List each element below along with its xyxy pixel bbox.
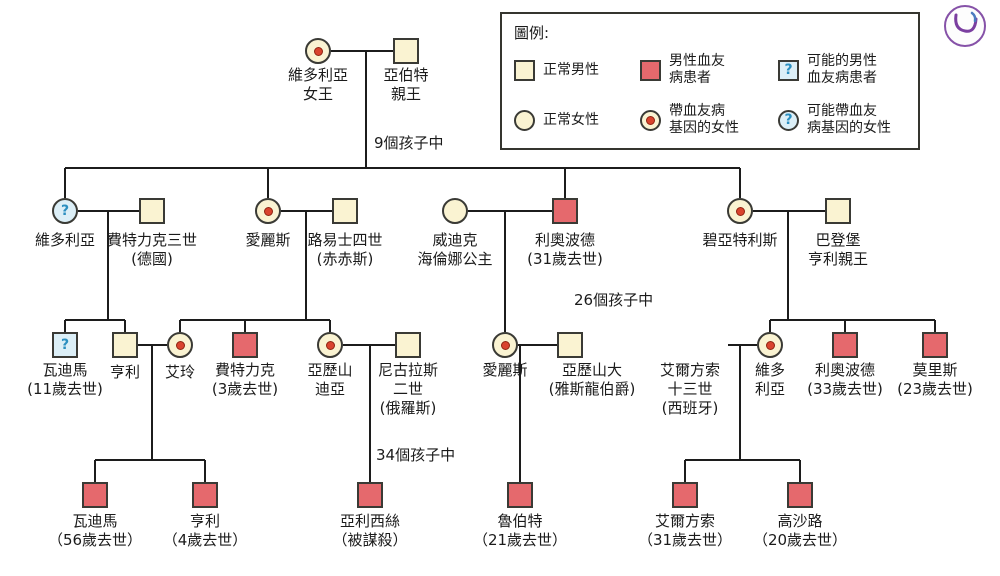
person-label-alfonso: 艾爾方索 （31歲去世） bbox=[637, 512, 733, 549]
affected-male-symbol-alfonso bbox=[672, 482, 698, 508]
affected-male-symbol-leopold bbox=[552, 198, 578, 224]
person-label-henry2: 亨利 （4歲去世） bbox=[162, 512, 248, 549]
person-label-waldemar2: 瓦迪馬 （56歲去世） bbox=[47, 512, 143, 549]
person-label-frederick: 費特力克 (3歲去世) bbox=[211, 361, 279, 398]
person-label-victoria2: 維多利亞 bbox=[34, 231, 96, 249]
affected-male-icon bbox=[640, 59, 661, 81]
carrier-dot-icon bbox=[765, 340, 775, 350]
carrier-dot-icon bbox=[646, 115, 655, 125]
affected-male-symbol-gonzalo bbox=[787, 482, 813, 508]
affected-male-symbol-frederick bbox=[232, 332, 258, 358]
question-mark-icon: ? bbox=[784, 62, 793, 78]
possible-affected-male-icon: ? bbox=[778, 59, 799, 81]
carrier-female-symbol-irene bbox=[167, 332, 193, 358]
legend-box: 圖例: 正常男性 男性血友 病患者 ? 可能的男性 血友病患者 正常女性 帶血友… bbox=[500, 12, 920, 150]
person-label-albert: 亞伯特 親王 bbox=[383, 66, 429, 103]
normal-male-symbol-louis4 bbox=[332, 198, 358, 224]
person-label-victoria-queen: 維多利亞 女王 bbox=[287, 66, 349, 103]
legend-label: 可能帶血友 病基因的女性 bbox=[807, 103, 891, 136]
affected-male-symbol-alexis bbox=[357, 482, 383, 508]
person-label-rupert: 魯伯特 （21歲去世） bbox=[472, 512, 568, 549]
legend-label: 正常男性 bbox=[543, 61, 599, 78]
person-label-waldemar: 瓦迪馬 (11歲去世) bbox=[27, 361, 103, 398]
person-label-louis4: 路易士四世 (赤赤斯) bbox=[307, 231, 383, 268]
person-label-alice: 愛麗斯 bbox=[245, 231, 291, 249]
legend-item-possible-carrier-female: ? 可能帶血友 病基因的女性 bbox=[778, 103, 908, 137]
person-label-victoria3: 維多 利亞 bbox=[754, 361, 786, 398]
legend-label: 帶血友病 基因的女性 bbox=[669, 103, 739, 136]
carrier-female-symbol-alice bbox=[255, 198, 281, 224]
watermark-logo-icon bbox=[944, 5, 986, 47]
person-label-gonzalo: 高沙路 （20歲去世） bbox=[752, 512, 848, 549]
question-mark-icon: ? bbox=[784, 112, 793, 128]
possible-affected-male-symbol-waldemar: ? bbox=[52, 332, 78, 358]
carrier-dot-icon bbox=[325, 340, 335, 350]
person-label-alexander: 亞歷山大 (雅斯龍伯爵) bbox=[548, 361, 636, 398]
normal-male-symbol-henry-battenberg bbox=[825, 198, 851, 224]
legend-item-carrier-female: 帶血友病 基因的女性 bbox=[640, 103, 778, 137]
person-label-maurice: 莫里斯 (23歲去世) bbox=[897, 361, 973, 398]
legend-item-normal-female: 正常女性 bbox=[514, 109, 640, 131]
carrier-female-symbol-beatrice bbox=[727, 198, 753, 224]
carrier-female-symbol-alexandra bbox=[317, 332, 343, 358]
affected-male-symbol-rupert bbox=[507, 482, 533, 508]
legend-label: 男性血友 病患者 bbox=[669, 53, 725, 86]
legend-label: 可能的男性 血友病患者 bbox=[807, 53, 877, 86]
legend-label: 正常女性 bbox=[543, 111, 599, 128]
person-label-frederick3: 費特力克三世 (德國) bbox=[106, 231, 198, 268]
legend-title: 圖例: bbox=[514, 24, 550, 42]
legend-grid: 正常男性 男性血友 病患者 ? 可能的男性 血友病患者 正常女性 帶血友病 基因… bbox=[514, 53, 908, 137]
carrier-dot-icon bbox=[735, 206, 745, 216]
normal-male-symbol-frederick3 bbox=[139, 198, 165, 224]
legend-item-normal-male: 正常男性 bbox=[514, 59, 640, 81]
normal-female-icon bbox=[514, 109, 535, 131]
person-label-leopold2: 利奧波德 (33歲去世) bbox=[807, 361, 883, 398]
person-label-alice2: 愛麗斯 bbox=[482, 361, 528, 379]
person-label-nicholas2: 尼古拉斯 二世 (俄羅斯) bbox=[377, 361, 439, 417]
carrier-dot-icon bbox=[500, 340, 510, 350]
normal-male-symbol-henry bbox=[112, 332, 138, 358]
carrier-female-symbol-victoria-queen bbox=[305, 38, 331, 64]
carrier-dot-icon bbox=[175, 340, 185, 350]
question-mark-icon: ? bbox=[60, 337, 70, 353]
person-label-beatrice: 碧亞特利斯 bbox=[702, 231, 778, 249]
carrier-female-symbol-alice2 bbox=[492, 332, 518, 358]
person-label-alfonso13: 艾爾方索 十三世 (西班牙) bbox=[659, 361, 721, 417]
affected-male-symbol-waldemar2 bbox=[82, 482, 108, 508]
affected-male-symbol-leopold2 bbox=[832, 332, 858, 358]
person-label-helena: 威迪克 海倫娜公主 bbox=[417, 231, 493, 268]
legend-item-possible-affected-male: ? 可能的男性 血友病患者 bbox=[778, 53, 908, 87]
person-label-henry: 亨利 bbox=[109, 363, 141, 381]
normal-male-symbol-albert bbox=[393, 38, 419, 64]
person-label-irene: 艾玲 bbox=[164, 363, 196, 381]
legend-item-affected-male: 男性血友 病患者 bbox=[640, 53, 778, 87]
children-count-gen2: 26個孩子中 bbox=[574, 291, 654, 309]
children-count-gen3: 34個孩子中 bbox=[376, 446, 456, 464]
affected-male-symbol-maurice bbox=[922, 332, 948, 358]
possible-carrier-female-icon: ? bbox=[778, 109, 799, 131]
possible-carrier-female-symbol-victoria2: ? bbox=[52, 198, 78, 224]
carrier-female-symbol-victoria3 bbox=[757, 332, 783, 358]
normal-female-symbol-helena bbox=[442, 198, 468, 224]
children-count-gen1: 9個孩子中 bbox=[374, 134, 444, 152]
normal-male-symbol-nicholas2 bbox=[395, 332, 421, 358]
normal-male-symbol-alexander bbox=[557, 332, 583, 358]
carrier-dot-icon bbox=[313, 46, 323, 56]
person-label-alexis: 亞利西絲 （被謀殺） bbox=[332, 512, 408, 549]
affected-male-symbol-henry2 bbox=[192, 482, 218, 508]
normal-male-icon bbox=[514, 59, 535, 81]
person-label-leopold: 利奧波德 (31歲去世) bbox=[527, 231, 603, 268]
question-mark-icon: ? bbox=[60, 203, 70, 219]
person-label-alexandra: 亞歷山 迪亞 bbox=[307, 361, 353, 398]
carrier-female-icon bbox=[640, 109, 661, 131]
person-label-henry-battenberg: 巴登堡 亨利親王 bbox=[807, 231, 869, 268]
carrier-dot-icon bbox=[263, 206, 273, 216]
